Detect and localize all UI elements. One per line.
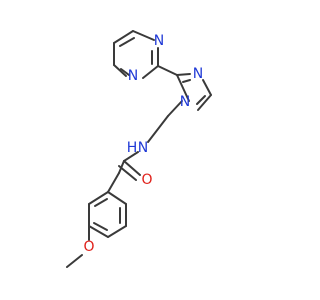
- atom-label-nitrogen: N: [180, 94, 190, 110]
- bond: [113, 64, 127, 77]
- structure-canvas: N N N N N H O O: [66, 30, 212, 268]
- atom-label-oxygen: O: [83, 239, 94, 255]
- bond: [107, 191, 127, 205]
- bond: [196, 95, 206, 105]
- atom-label-nitrogen: N: [128, 68, 138, 84]
- bond: [123, 151, 139, 162]
- molecular-structure-diagram: N N N N N H O O: [66, 30, 212, 268]
- bonds: [66, 30, 212, 268]
- bond: [167, 100, 183, 117]
- atom-label-hydrogen: H: [127, 140, 138, 156]
- bond: [93, 222, 108, 231]
- atom-label-nitrogen: N: [193, 66, 203, 82]
- bond: [202, 79, 212, 96]
- bond: [157, 65, 178, 76]
- bond: [123, 160, 141, 176]
- bond: [118, 160, 125, 174]
- atom-label-oxygen: O: [141, 172, 152, 188]
- bond: [88, 225, 109, 238]
- bond: [66, 254, 83, 268]
- bond: [94, 198, 108, 207]
- bond: [107, 225, 127, 238]
- bond: [119, 37, 135, 47]
- atom-label-nitrogen: N: [138, 140, 148, 156]
- bond: [142, 65, 159, 79]
- atom-label-nitrogen: N: [154, 33, 164, 49]
- bond: [176, 74, 190, 102]
- bond: [182, 79, 191, 83]
- bond: [107, 172, 120, 193]
- atom-labels: N N N N N H O O: [83, 33, 203, 255]
- bond: [113, 30, 134, 44]
- bond: [147, 115, 169, 143]
- bond: [176, 73, 191, 76]
- bond: [132, 30, 155, 41]
- bond: [88, 191, 109, 205]
- bond: [197, 94, 212, 111]
- bond: [120, 68, 130, 76]
